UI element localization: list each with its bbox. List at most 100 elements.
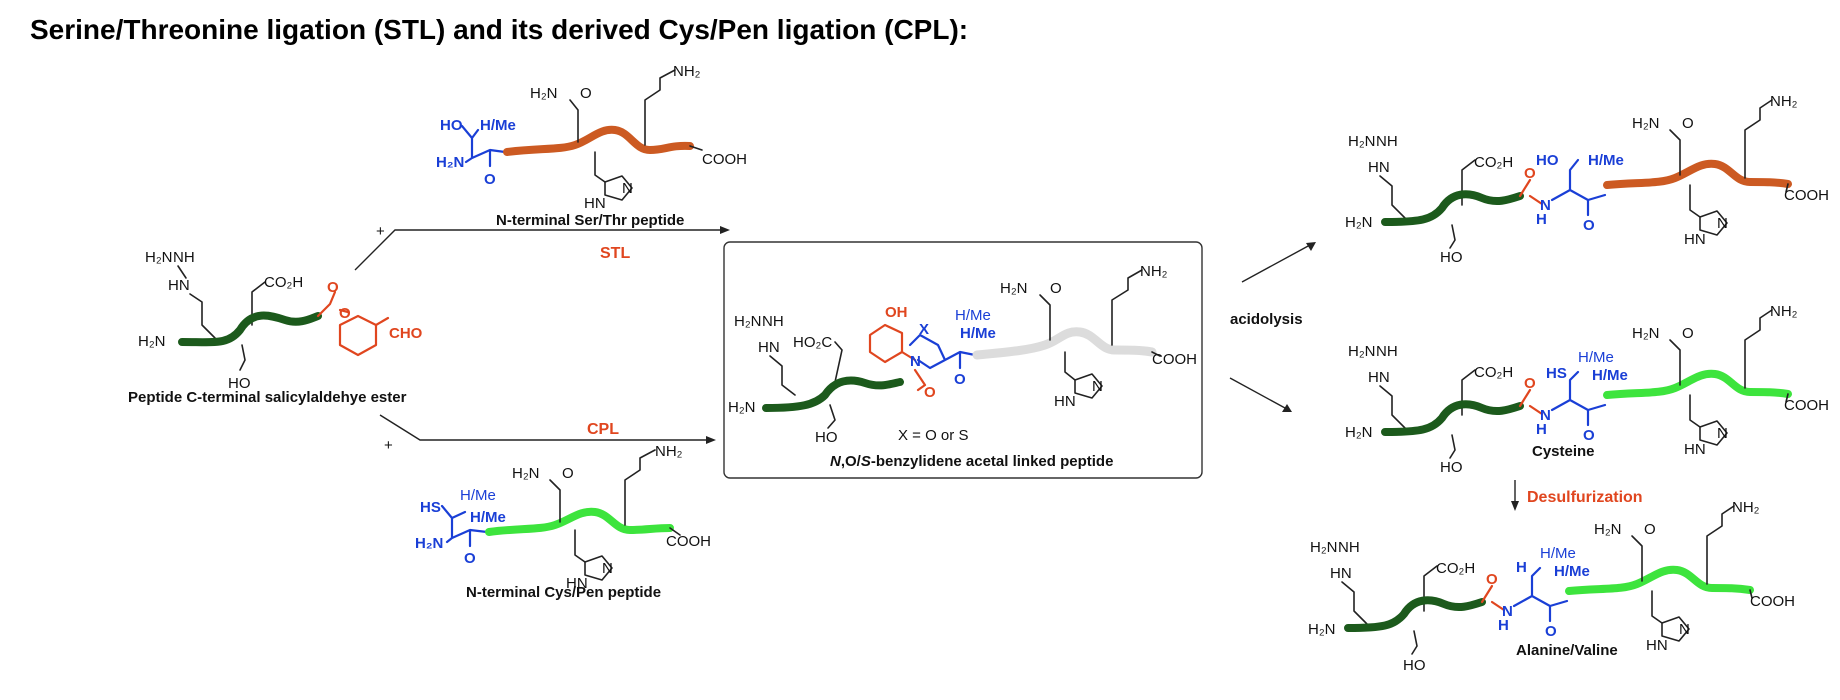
caption-suffix: -benzylidene acetal linked peptide: [871, 453, 1114, 470]
ser-thr-peptide: HO H/Me H₂N O H₂N O NH₂ COOH N HN N-term…: [436, 63, 747, 229]
p1-gln-o: O: [1682, 115, 1694, 132]
lys-nh2: NH₂: [673, 63, 701, 80]
caption-s: S: [861, 453, 871, 470]
ser-hme: H/Me: [480, 117, 516, 134]
p3-ho: HO: [1403, 657, 1426, 674]
his-bond-2: [574, 529, 586, 563]
p3-lys-nh2: NH₂: [1732, 499, 1760, 516]
light-green-chain: [485, 507, 674, 536]
cooh-bond-2: [669, 527, 681, 536]
int-cooh-bond: [1151, 351, 1161, 357]
stl-arrowhead: [720, 226, 730, 234]
p1-lys-nh2: NH₂: [1770, 93, 1798, 110]
cysteine-caption: Cysteine: [1532, 443, 1595, 460]
p1-h2n: H₂N: [1348, 133, 1376, 150]
p2-sidechains: [1379, 369, 1476, 429]
p1-ser-backbone: [1550, 158, 1607, 217]
p3-hme-1: H/Me: [1540, 545, 1576, 562]
p1-h: H: [1536, 211, 1547, 228]
p3-light-green-chain: [1565, 565, 1754, 595]
ser-carbonyl-o: O: [484, 171, 496, 188]
int-gln-sidechain: [1039, 294, 1051, 341]
p2-light-green-chain: [1603, 369, 1792, 399]
int-oh: OH: [885, 304, 908, 321]
p3-gln-o: O: [1644, 521, 1656, 538]
cpl-plus: +: [384, 437, 393, 454]
p2-imidazole-ring: [1699, 420, 1728, 446]
p2-amide-o: O: [1524, 375, 1536, 392]
p2-gln-sidechain: [1669, 339, 1681, 386]
p1-cooh: COOH: [1784, 187, 1829, 204]
lys-sidechain-2: [624, 449, 656, 526]
p1-orange-chain: [1603, 159, 1792, 189]
p1-carbonyl-o: O: [1583, 217, 1595, 234]
co2h-label: CO₂H: [264, 274, 303, 291]
p1-dark-green-chain: [1381, 190, 1524, 226]
p2-hn: HN: [1368, 369, 1390, 386]
p2-dark-green-chain: [1381, 400, 1524, 436]
int-x: X: [919, 321, 929, 338]
p1-cooh-bond: [1785, 183, 1789, 193]
p1-amide-o: O: [1524, 165, 1536, 182]
p1-hn: HN: [1368, 159, 1390, 176]
p2-hme-2: H/Me: [1592, 367, 1628, 384]
his-hn: HN: [584, 195, 606, 212]
desulfurization-label: Desulfurization: [1527, 489, 1643, 506]
int-his-hn: HN: [1054, 393, 1076, 410]
p2-nh: NH: [1376, 343, 1398, 360]
p1-his-n: N: [1717, 215, 1728, 232]
x-definition: X = O or S: [898, 427, 968, 444]
p1-nh: NH: [1376, 133, 1398, 150]
p2-cooh-bond: [1785, 393, 1789, 403]
gln-sidechain: [569, 99, 579, 143]
p2-his-n: N: [1717, 425, 1728, 442]
p2-ho: HO: [1440, 459, 1463, 476]
guanidine-nh: NH: [173, 249, 195, 266]
int-cooh: COOH: [1152, 351, 1197, 368]
int-hme-2: H/Me: [960, 325, 996, 342]
p3-lys-sidechain: [1706, 505, 1735, 585]
p2-hme-1: H/Me: [1578, 349, 1614, 366]
ser-backbone: [460, 124, 507, 168]
his-n: N: [622, 180, 633, 197]
p3-carbonyl-o: O: [1545, 623, 1557, 640]
int-acetal-bonds: [900, 350, 927, 392]
p3-hme-2: H/Me: [1554, 563, 1590, 580]
p1-imidazole-ring: [1699, 210, 1728, 236]
p1-ho: HO: [1440, 249, 1463, 266]
intermediate-box: [723, 241, 1203, 479]
p2-cys-backbone: [1550, 370, 1607, 427]
imidazole-ring: [604, 175, 633, 201]
int-h2n: H₂N: [728, 399, 756, 416]
int-phenol-ring: [868, 323, 904, 364]
p3-hn: HN: [1330, 565, 1352, 582]
ester-carbonyl-o: O: [327, 279, 339, 296]
cpl-arrowhead: [706, 436, 716, 444]
start-material-caption: Peptide C-terminal salicylaldehye ester: [128, 389, 407, 406]
cys-cooh: COOH: [666, 533, 711, 550]
int-imidazole-ring: [1074, 373, 1103, 399]
p2-hs: HS: [1546, 365, 1567, 382]
int-guanidine-nh: NH: [762, 313, 784, 330]
int-guanidine-hn: HN: [758, 339, 780, 356]
caption-mid: ,O/: [841, 453, 862, 470]
p3-h: H: [1498, 617, 1509, 634]
acidolysis-group: acidolysis: [1229, 242, 1316, 412]
cpl-arrow-group: + CPL: [379, 414, 716, 454]
p2-his-bond: [1689, 394, 1701, 428]
p3-nh: NH: [1338, 539, 1360, 556]
intermediate-caption: N,O/S-benzylidene acetal linked peptide: [830, 453, 1113, 470]
int-ser-sidechain: [827, 404, 836, 429]
p1-his-hn: HN: [1684, 231, 1706, 248]
arginine-sidechain: [177, 265, 216, 339]
stl-label: STL: [600, 245, 630, 262]
alanine-valine-caption: Alanine/Valine: [1516, 642, 1618, 659]
his-n-2: N: [602, 560, 613, 577]
int-carbonyl-o: O: [954, 371, 966, 388]
peptide-salicylaldehyde-ester: H₂N NH HN CO₂H HO H₂N O O CHO Peptide C-…: [128, 249, 423, 406]
n-terminal-h2n: H₂N: [138, 333, 166, 350]
gln-o: O: [580, 85, 592, 102]
int-gln-o: O: [1050, 280, 1062, 297]
p1-lys-sidechain: [1744, 99, 1773, 179]
